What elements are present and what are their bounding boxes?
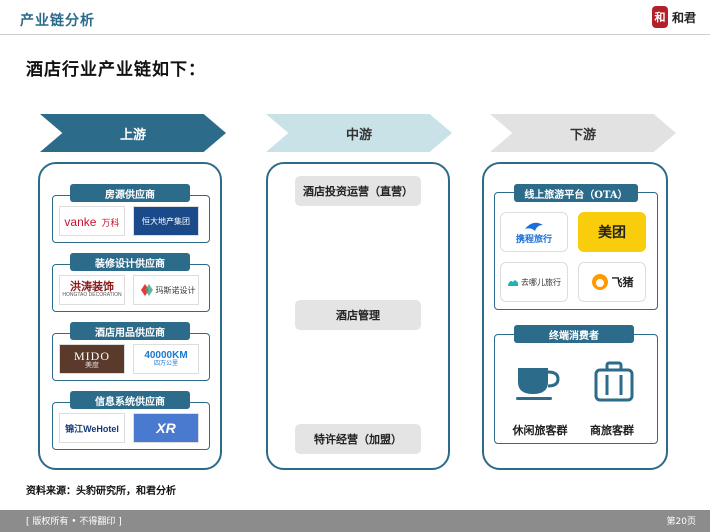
vanke-logo: vanke 万科 <box>59 206 125 236</box>
consumer-label: 终端消费者 <box>514 325 634 343</box>
suitcase-icon <box>590 360 638 404</box>
logo-text: 40000KM <box>144 350 188 361</box>
qunar-app-icon: 去哪儿旅行 <box>500 262 568 302</box>
logo-subtext: 美度 <box>85 360 99 369</box>
meituan-app-icon: 美团 <box>578 212 646 252</box>
stage-downstream: 下游 <box>490 114 676 152</box>
mid-item-direct-operation: 酒店投资运营（直营） <box>295 176 421 206</box>
brand-name: 和君 <box>671 10 696 25</box>
coffee-cup-icon <box>514 360 562 404</box>
main-title: 酒店行业产业链如下： <box>26 60 206 80</box>
mido-logo: MIDO 美度 <box>59 344 125 374</box>
mid-item-label: 酒店管理 <box>336 309 380 322</box>
ctrip-app-icon: 携程旅行 <box>500 212 568 252</box>
app-name: 携程旅行 <box>515 235 552 245</box>
brand-logo: 和 和君 <box>651 6 696 28</box>
mid-item-franchise: 特许经营（加盟） <box>295 424 421 454</box>
hongtao-logo: 洪涛装饰 HONGTAO DECORATION <box>59 275 125 305</box>
supplier-group-label: 房源供应商 <box>70 184 190 202</box>
supplier-group-label: 信息系统供应商 <box>70 391 190 409</box>
logo-text: vanke <box>64 215 97 229</box>
40000km-logo: 40000KM 四万公里 <box>133 344 199 374</box>
diamond-icon <box>140 284 153 296</box>
stage-label: 下游 <box>569 127 596 143</box>
app-name: 美团 <box>598 225 626 241</box>
supplier-group-label: 酒店用品供应商 <box>70 322 190 340</box>
business-traveler-label: 商旅客群 <box>590 424 634 437</box>
source-note: 资料来源：头豹研究所，和君分析 <box>26 486 176 497</box>
logo-text: MIDO <box>74 348 110 363</box>
mid-item-label: 特许经营（加盟） <box>314 433 402 446</box>
mid-item-label: 酒店投资运营（直营） <box>303 185 413 198</box>
logo-subtext: 四万公里 <box>153 360 178 367</box>
logo-text: 锦江WeHotel <box>65 423 119 434</box>
wehotel-logo: 锦江WeHotel <box>59 413 125 443</box>
logo-subtext: HONGTAO DECORATION <box>62 292 122 299</box>
header-divider <box>0 34 710 35</box>
stage-upstream: 上游 <box>40 114 226 152</box>
app-name: 飞猪 <box>611 276 634 289</box>
page-title: 产业链分析 <box>20 13 95 29</box>
stage-label: 上游 <box>119 127 146 143</box>
stage-midstream: 中游 <box>266 114 452 152</box>
dolphin-icon <box>524 222 543 231</box>
ota-label: 线上旅游平台（OTA） <box>514 184 638 202</box>
pig-icon <box>591 274 608 290</box>
logo-text: 玛斯诺设计 <box>155 285 196 295</box>
logo-text: XR <box>156 420 176 436</box>
logo-subtext: 万科 <box>101 219 120 229</box>
page-number: 第20页 <box>666 517 696 527</box>
leisure-traveler-label: 休闲旅客群 <box>512 424 568 437</box>
copyright-notice: [ 版权所有 • 不得翻印 ] <box>26 517 122 527</box>
app-name: 去哪儿旅行 <box>521 277 561 287</box>
mid-item-hotel-management: 酒店管理 <box>295 300 421 330</box>
stage-label: 中游 <box>345 127 372 143</box>
brand-seal-icon: 和 <box>651 6 668 28</box>
supplier-group-label: 装修设计供应商 <box>70 253 190 271</box>
fliggy-app-icon: 飞猪 <box>578 262 646 302</box>
masinuo-logo: 玛斯诺设计 <box>133 275 199 305</box>
evergrande-logo: 恒大地产集团 <box>133 206 199 236</box>
logo-text: 洪涛装饰 <box>69 280 114 294</box>
footer-bar <box>0 510 710 532</box>
logo-text: 恒大地产集团 <box>142 216 190 226</box>
xr-logo: XR <box>133 413 199 443</box>
camel-icon <box>508 280 518 286</box>
